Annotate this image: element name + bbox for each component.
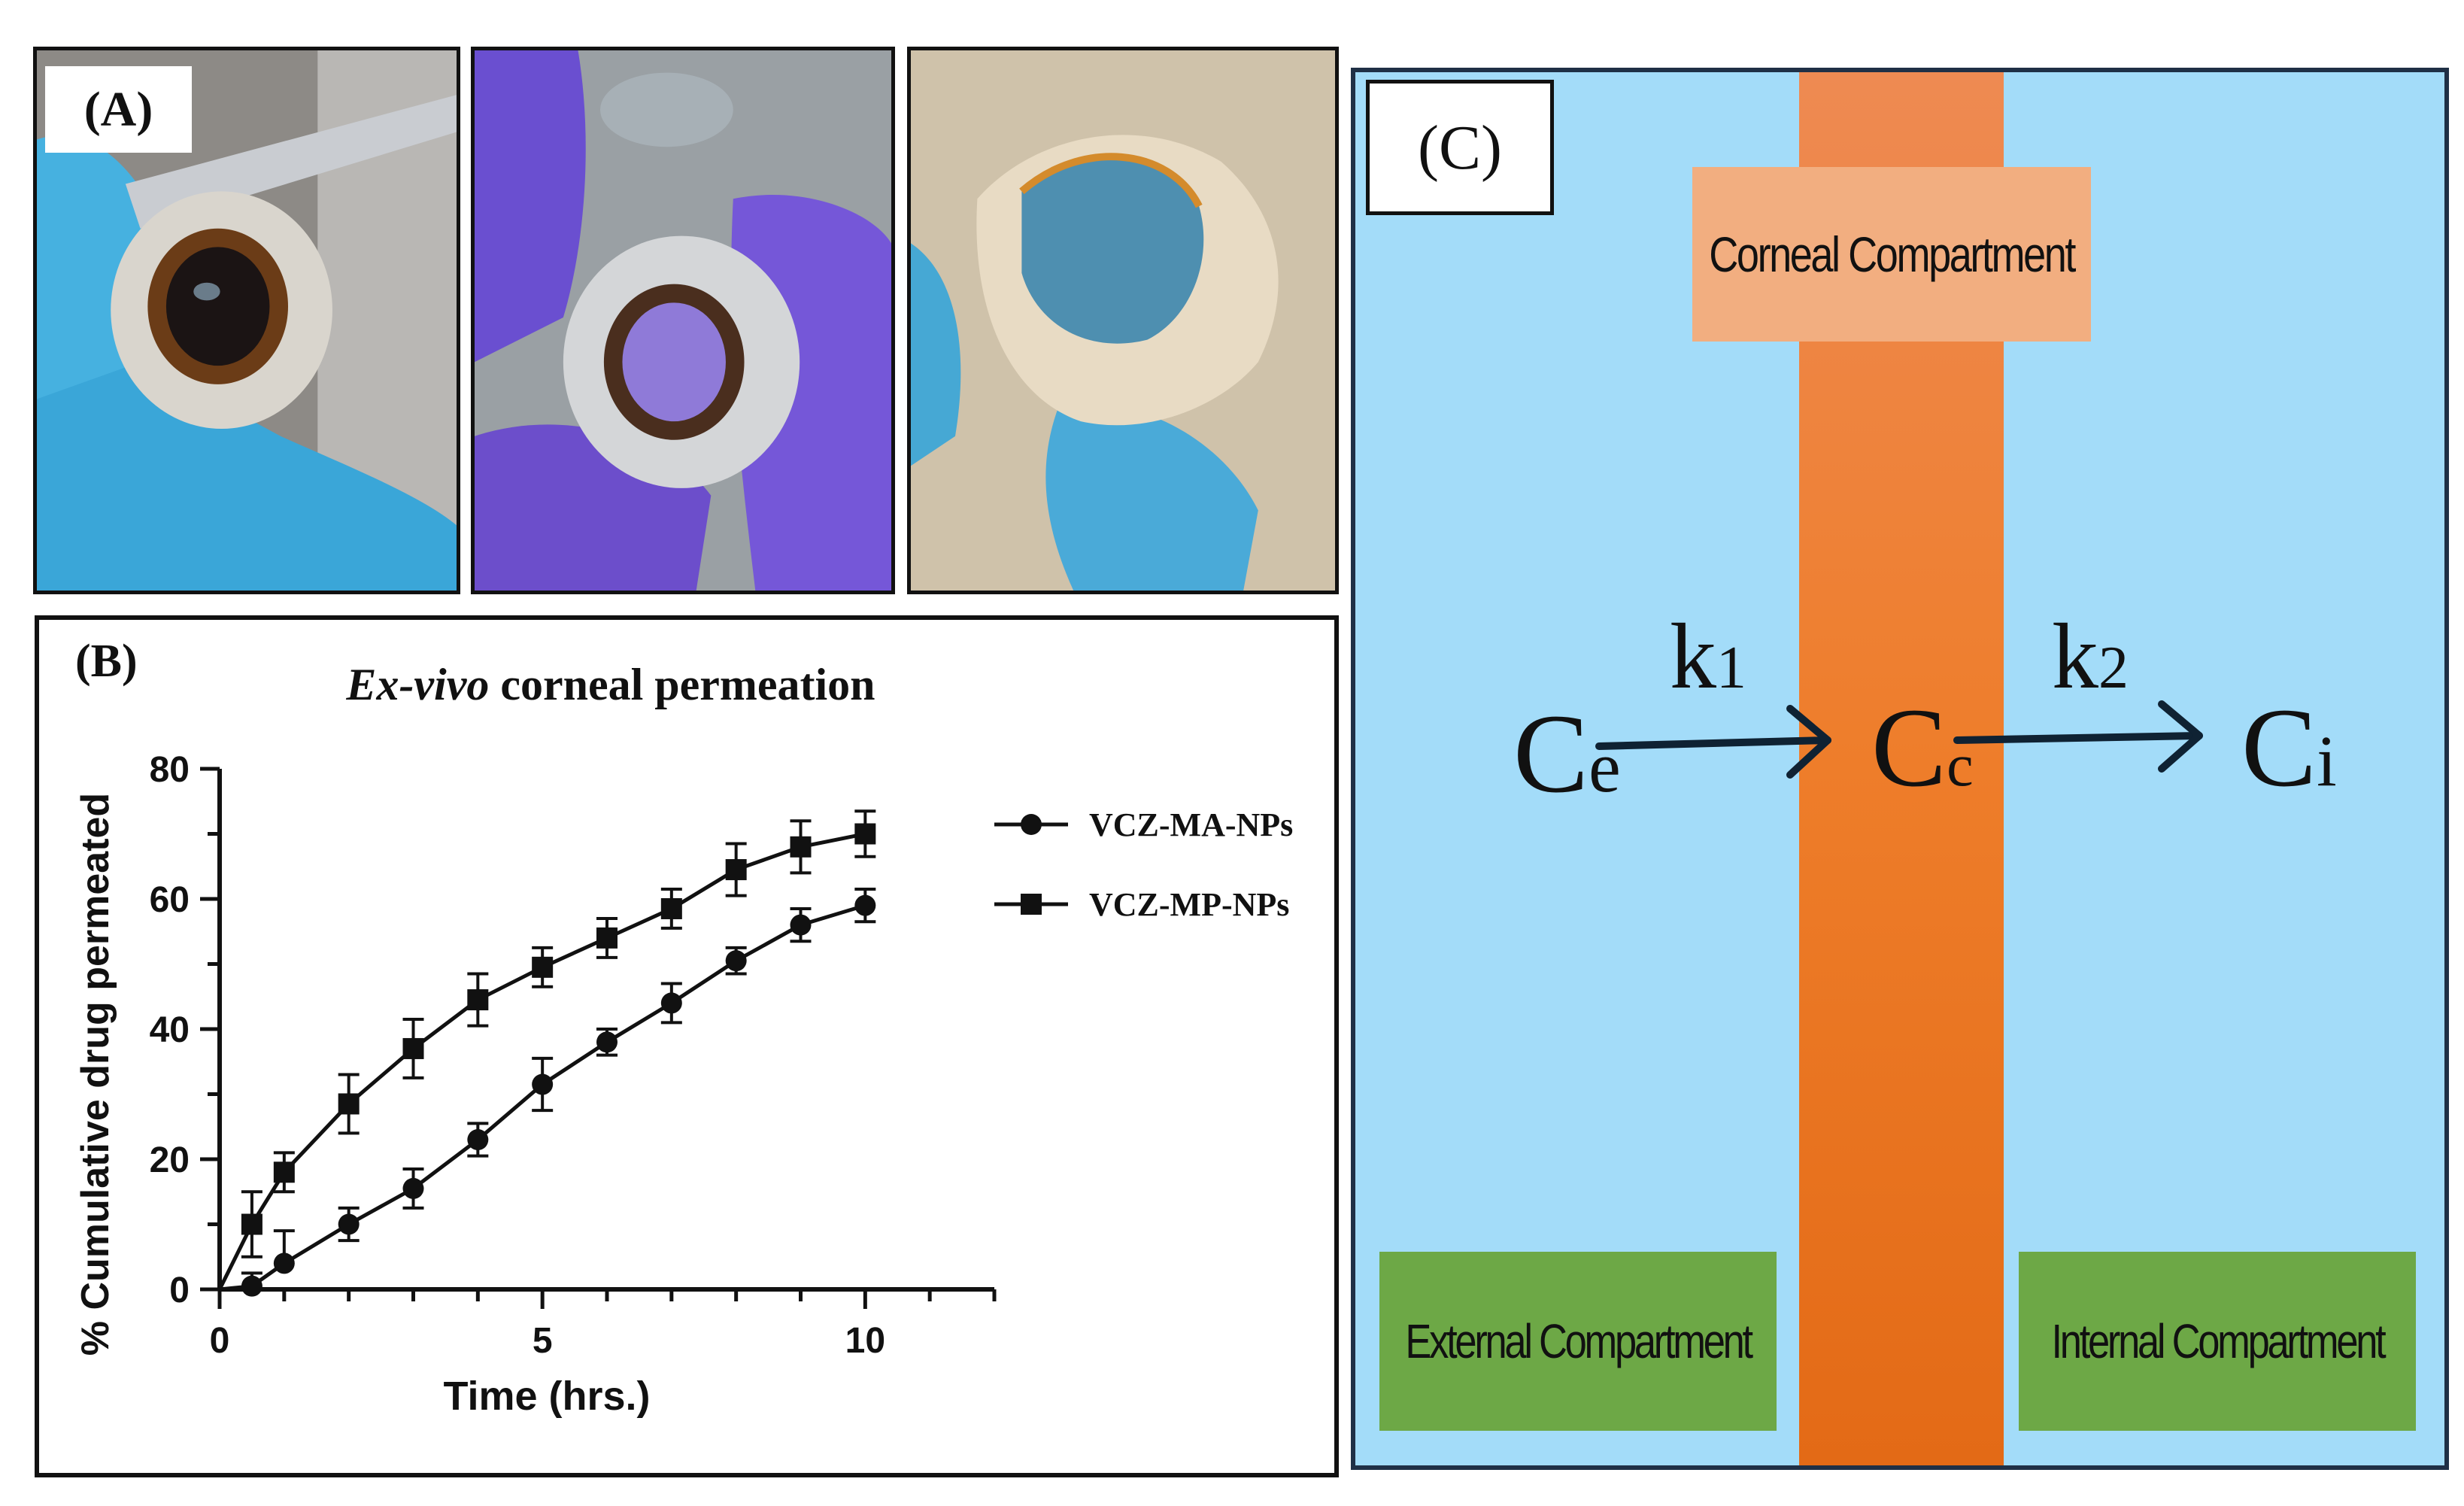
panel-c-label: (C) bbox=[1366, 80, 1554, 215]
corneal-compartment-label: Corneal Compartment bbox=[1709, 226, 2076, 282]
data-point-circle bbox=[725, 950, 747, 972]
x-tick-label: 0 bbox=[210, 1321, 230, 1361]
data-point-circle bbox=[273, 1252, 295, 1274]
data-point-square bbox=[532, 956, 554, 978]
corneal-compartment-box: Corneal Compartment bbox=[1692, 167, 2091, 342]
data-point-square bbox=[854, 823, 876, 845]
x-tick-label: 5 bbox=[533, 1321, 553, 1361]
internal-compartment-box: Internal Compartment bbox=[2019, 1252, 2416, 1431]
arrow-k1 bbox=[1595, 736, 1831, 750]
data-point-square bbox=[241, 1213, 262, 1235]
y-tick-label: 60 bbox=[150, 880, 190, 920]
eye-photo-purple-glove bbox=[471, 47, 895, 594]
y-tick-label: 0 bbox=[169, 1271, 190, 1310]
panel-c-diagram: (C) Corneal Compartment External Compart… bbox=[1351, 68, 2449, 1470]
data-point-circle bbox=[660, 992, 682, 1014]
arrow-k1-head bbox=[1786, 705, 1831, 779]
arrow-k2-head bbox=[2158, 700, 2203, 773]
data-point-circle bbox=[338, 1213, 360, 1235]
data-point-circle bbox=[402, 1177, 424, 1199]
legend-marker-circle bbox=[1021, 814, 1042, 835]
cc-symbol: Cc bbox=[1871, 685, 1974, 810]
data-point-circle bbox=[854, 894, 876, 916]
legend-marker-square bbox=[1021, 894, 1042, 915]
data-point-circle bbox=[467, 1129, 489, 1151]
ci-symbol: Ci bbox=[2241, 685, 2337, 810]
data-point-square bbox=[273, 1161, 295, 1183]
k1-label: k1 bbox=[1670, 605, 1746, 708]
data-point-square bbox=[725, 859, 747, 881]
data-point-circle bbox=[532, 1073, 554, 1095]
eye-photo-forceps bbox=[33, 47, 460, 594]
data-point-square bbox=[790, 836, 812, 858]
chart-title: Ex-vivo corneal permeation bbox=[39, 659, 1182, 711]
panel-b-label: (B) bbox=[75, 636, 138, 687]
arrow-k2 bbox=[1953, 732, 2203, 744]
x-tick-label: 10 bbox=[845, 1321, 885, 1361]
panel-a-label: (A) bbox=[45, 66, 192, 153]
y-tick-label: 40 bbox=[150, 1010, 190, 1050]
external-compartment-box: External Compartment bbox=[1379, 1252, 1777, 1431]
data-point-square bbox=[660, 897, 682, 919]
data-point-square bbox=[402, 1037, 424, 1059]
k2-label: k2 bbox=[2052, 605, 2129, 708]
data-point-circle bbox=[790, 914, 812, 936]
rate-arrows bbox=[1595, 700, 2203, 779]
cornea-excised-photo bbox=[907, 47, 1339, 594]
x-axis-label: Time (hrs.) bbox=[443, 1374, 650, 1419]
data-point-square bbox=[338, 1093, 360, 1115]
data-point-circle bbox=[596, 1031, 618, 1053]
ce-symbol: Ce bbox=[1513, 691, 1621, 816]
chart-title-rest: corneal permeation bbox=[489, 660, 875, 709]
y-axis-label: % Cumulative drug permeated bbox=[74, 793, 117, 1356]
y-tick-label: 20 bbox=[150, 1140, 190, 1180]
data-point-square bbox=[596, 927, 618, 949]
data-point-square bbox=[467, 989, 489, 1011]
data-point-circle bbox=[241, 1275, 262, 1297]
chart-title-italic: Ex-vivo bbox=[346, 660, 490, 709]
panel-b-chart: (B) Ex-vivo corneal permeation 0 20 40 60 80… bbox=[35, 615, 1339, 1477]
y-tick-label: 80 bbox=[150, 750, 190, 790]
legend-label: VCZ-MA-NPs bbox=[1089, 806, 1293, 843]
internal-compartment-label: Internal Compartment bbox=[2051, 1314, 2386, 1368]
external-compartment-label: External Compartment bbox=[1405, 1314, 1753, 1368]
legend-label: VCZ-MP-NPs bbox=[1089, 886, 1289, 923]
